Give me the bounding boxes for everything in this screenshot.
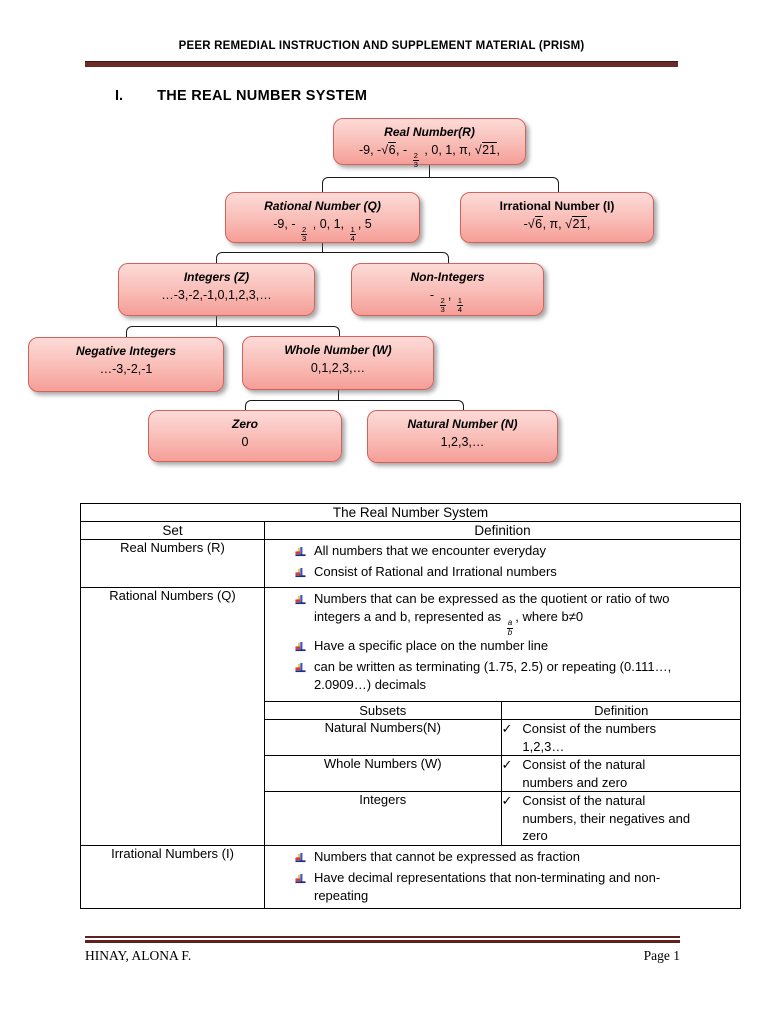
bullet-item: Numbers that can be expressed as the quo… — [295, 590, 736, 637]
section-heading: I. THE REAL NUMBER SYSTEM — [115, 88, 367, 104]
node-values: …-3,-2,-1 — [99, 361, 153, 376]
footer-rule — [85, 936, 680, 943]
subset-definition-text: Consist of the natural numbers, their ne… — [522, 793, 691, 844]
footer-rule-thin — [85, 936, 680, 938]
connector-bracket — [245, 400, 464, 411]
table-row: Integers ✓ Consist of the natural numbers… — [265, 791, 741, 845]
check-icon: ✓ — [501, 721, 513, 737]
footer-author: HINAY, ALONA F. — [85, 948, 192, 963]
subset-name: Integers — [265, 791, 502, 845]
footer-rule-thick — [85, 939, 680, 943]
bullet-item: Numbers that cannot be expressed as frac… — [295, 848, 736, 869]
bullet-arrow-icon — [295, 545, 306, 563]
bullet-text: Have a specific place on the number line — [314, 638, 549, 654]
bullet-arrow-icon — [295, 566, 306, 584]
node-values: 0 — [241, 434, 249, 449]
node-title: Rational Number (Q) — [264, 199, 381, 213]
node-negative-integers: Negative Integers …-3,-2,-1 — [28, 337, 224, 392]
bullet-item: Consist of Rational and Irrational numbe… — [295, 563, 736, 584]
subsets-table: Subsets Definition Natural Numbers(N) ✓ C… — [265, 701, 741, 845]
node-values: 1,2,3,… — [440, 434, 485, 449]
node-title: Natural Number (N) — [407, 417, 518, 431]
node-values: -√6, π, √21, — [523, 215, 591, 231]
bullet-text: All numbers that we encounter everyday — [314, 543, 546, 558]
connector-bracket — [322, 177, 559, 193]
table-title: The Real Number System — [80, 503, 741, 522]
connector-line — [322, 243, 323, 252]
connector-line — [338, 390, 339, 400]
section-numeral: I. — [115, 88, 124, 104]
node-title: Integers (Z) — [183, 270, 250, 284]
table-row: Irrational Numbers (I) Numbers that cann… — [80, 844, 741, 909]
node-title: Real Number(R) — [384, 125, 475, 139]
bullet-text: Numbers that cannot be expressed as frac… — [314, 848, 580, 864]
subset-definition: ✓ Consist of the natural numbers, their n… — [500, 791, 741, 845]
bullet-arrow-icon — [295, 661, 306, 679]
subset-definition: ✓ Consist of the natural numbers and zero — [500, 755, 741, 793]
bullet-arrow-icon — [295, 640, 306, 658]
table-row: Natural Numbers(N) ✓ Consist of the numbe… — [265, 719, 741, 757]
bullet-item: All numbers that we encounter everyday — [295, 542, 736, 563]
subset-name: Whole Numbers (W) — [265, 755, 502, 793]
node-title: Irrational Number (I) — [499, 199, 615, 213]
connector-line — [216, 316, 217, 326]
column-header-set: Set — [80, 521, 265, 540]
table-row: Real Numbers (R) All numbers that we enc… — [80, 539, 741, 588]
set-real-numbers: Real Numbers (R) — [80, 539, 265, 588]
bullet-text: Have decimal representations that non-te… — [314, 869, 661, 903]
node-title: Negative Integers — [75, 344, 177, 358]
node-whole-number: Whole Number (W) 0,1,2,3,… — [242, 336, 434, 390]
node-natural-number: Natural Number (N) 1,2,3,… — [367, 410, 558, 463]
bullet-text: Numbers that can be expressed as the quo… — [314, 590, 670, 637]
connector-bracket — [216, 252, 449, 264]
section-title: THE REAL NUMBER SYSTEM — [157, 88, 368, 104]
subsets-definition-header: Definition — [500, 701, 741, 721]
definition-cell: All numbers that we encounter everyday C… — [264, 539, 741, 588]
subset-definition-text: Consist of the numbers 1,2,3… — [522, 721, 657, 754]
table-row: Whole Numbers (W) ✓ Consist of the natura… — [265, 755, 741, 793]
bullet-text: Consist of Rational and Irrational numbe… — [314, 563, 557, 579]
definition-cell: Numbers that cannot be expressed as frac… — [264, 844, 741, 909]
check-icon: ✓ — [501, 793, 513, 809]
page-footer: HINAY, ALONA F. Page 1 — [85, 948, 680, 964]
bullet-item: Have decimal representations that non-te… — [295, 869, 736, 905]
table-row: Rational Numbers (Q) Numbers that can be… — [80, 586, 741, 846]
subsets-column-header: Subsets — [265, 701, 502, 721]
set-irrational-numbers: Irrational Numbers (I) — [80, 844, 265, 909]
header-title: PEER REMEDIAL INSTRUCTION AND SUPPLEMENT… — [178, 40, 585, 52]
real-number-table: The Real Number System Set Definition Re… — [80, 503, 741, 909]
subset-definition: ✓ Consist of the numbers 1,2,3… — [500, 719, 741, 757]
node-values: …-3,-2,-1,0,1,2,3,… — [161, 287, 272, 302]
connector-bracket — [126, 326, 340, 338]
subset-name: Natural Numbers(N) — [265, 719, 502, 757]
bullet-arrow-icon — [295, 851, 306, 869]
node-values: 0,1,2,3,… — [310, 360, 366, 375]
check-icon: ✓ — [501, 757, 513, 773]
definition-cell: Numbers that can be expressed as the quo… — [264, 586, 741, 846]
node-title: Non-Integers — [410, 270, 485, 284]
bullet-arrow-icon — [295, 593, 306, 611]
footer-page-number: Page 1 — [643, 948, 680, 963]
column-header-definition: Definition — [264, 521, 741, 540]
subset-definition-text: Consist of the natural numbers and zero — [522, 757, 646, 790]
header-rule — [85, 61, 678, 67]
set-rational-numbers: Rational Numbers (Q) — [80, 586, 265, 846]
connector-line — [429, 165, 430, 177]
bullet-text: can be written as terminating (1.75, 2.5… — [314, 659, 672, 693]
bullet-item: Have a specific place on the number line — [295, 637, 736, 658]
node-title: Zero — [231, 417, 258, 431]
node-integers: Integers (Z) …-3,-2,-1,0,1,2,3,… — [118, 263, 315, 316]
bullet-arrow-icon — [295, 872, 306, 890]
bullet-item: can be written as terminating (1.75, 2.5… — [295, 658, 736, 694]
node-irrational-number: Irrational Number (I) -√6, π, √21, — [460, 192, 654, 243]
node-zero: Zero 0 — [148, 410, 342, 462]
node-title: Whole Number (W) — [284, 343, 392, 357]
